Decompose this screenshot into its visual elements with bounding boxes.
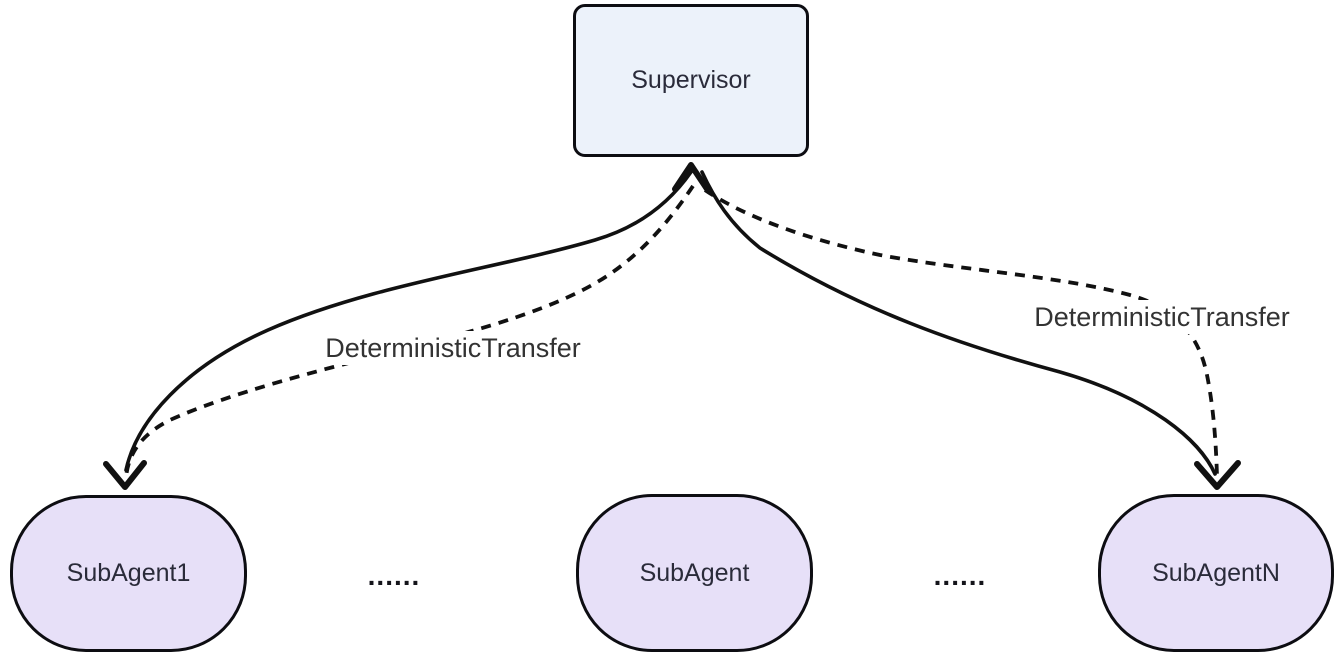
node-subagent-label: SubAgent bbox=[639, 558, 750, 587]
node-supervisor-label: Supervisor bbox=[631, 66, 751, 94]
node-subagentn: SubAgentN bbox=[1098, 494, 1334, 652]
edge-dashed-supervisor-subagent1 bbox=[124, 184, 695, 479]
edge-label-deterministic-transfer-left: DeterministicTransfer bbox=[320, 331, 586, 365]
edge-solid-supervisor-subagentn bbox=[700, 170, 1217, 476]
ellipsis-right: ...... bbox=[933, 560, 987, 591]
node-subagent1: SubAgent1 bbox=[10, 495, 247, 652]
node-supervisor: Supervisor bbox=[573, 4, 809, 157]
node-subagent1-label: SubAgent1 bbox=[66, 559, 191, 587]
edge-label-deterministic-transfer-right: DeterministicTransfer bbox=[1029, 300, 1295, 334]
arrowhead-down-subagentn-icon bbox=[1194, 460, 1241, 490]
edge-solid-subagent1-supervisor bbox=[124, 170, 693, 472]
node-subagent: SubAgent bbox=[576, 494, 813, 652]
node-subagentn-label: SubAgentN bbox=[1152, 558, 1280, 587]
arrowhead-down-subagent1-icon bbox=[103, 460, 147, 490]
ellipsis-left: ...... bbox=[367, 560, 421, 591]
arrowhead-up-supervisor-icon bbox=[672, 162, 710, 192]
edge-dashed-subagentn-supervisor bbox=[703, 188, 1219, 477]
